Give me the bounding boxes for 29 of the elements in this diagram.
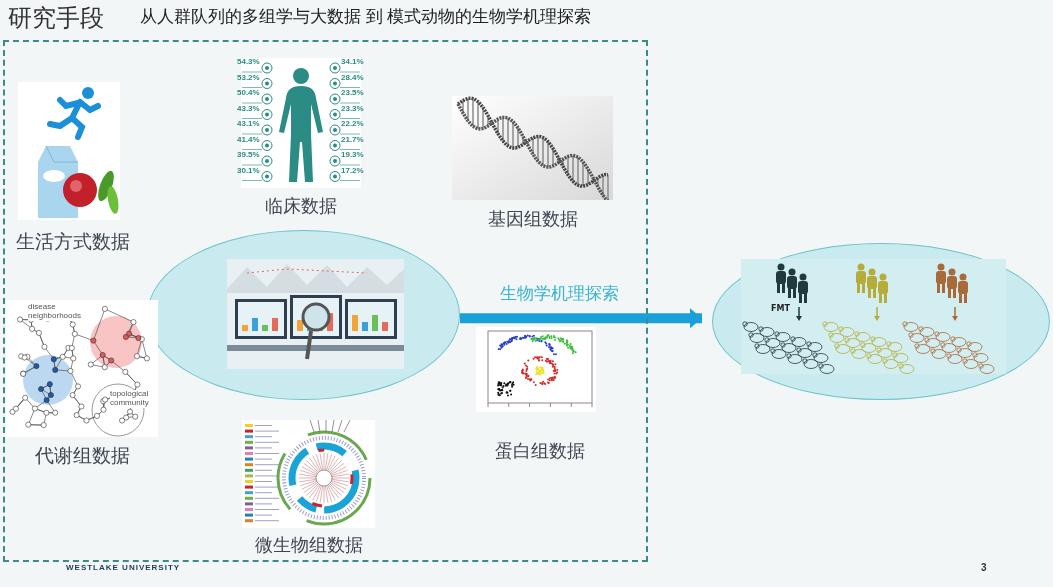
node-label: 生活方式数据 <box>14 229 131 254</box>
dashed-frame <box>3 40 648 562</box>
percentage-label: 34.1% <box>341 58 364 67</box>
percentage-label: 39.5% <box>237 151 260 160</box>
percentage-label: 23.3% <box>341 104 364 114</box>
text-label: FMT <box>771 304 790 313</box>
percentage-label: 41.4% <box>237 135 260 145</box>
percentage-label: 28.4% <box>341 73 364 83</box>
title: 研究手段 <box>8 3 104 34</box>
percentage-label: 50.4% <box>237 89 260 98</box>
percentage-label: 30.1% <box>237 166 260 176</box>
node-label: 微生物组数据 <box>253 533 364 557</box>
footer-text: WESTLAKE UNIVERSITY <box>66 564 181 573</box>
percentage-label: 19.3% <box>341 151 364 160</box>
percentage-label: 22.2% <box>341 120 364 129</box>
arrow <box>460 308 702 329</box>
node-label: 代谢组数据 <box>33 443 131 468</box>
percentage-label: 17.2% <box>341 166 364 176</box>
node-label: 基因组数据 <box>486 207 579 231</box>
percentage-label: 23.5% <box>341 89 364 98</box>
node-label: 蛋白组数据 <box>494 439 586 463</box>
subtitle: 从人群队列的多组学与大数据 到 模式动物的生物学机理探索 <box>140 8 592 27</box>
percentage-label: 43.3% <box>237 104 260 114</box>
percentage-label: 21.7% <box>341 135 364 145</box>
node-label: 临床数据 <box>264 194 338 218</box>
percentage-label: 53.2% <box>237 73 260 83</box>
percentage-label: 54.3% <box>237 58 260 67</box>
percentage-label: 43.1% <box>237 120 260 129</box>
page-number: 3 <box>981 562 987 573</box>
